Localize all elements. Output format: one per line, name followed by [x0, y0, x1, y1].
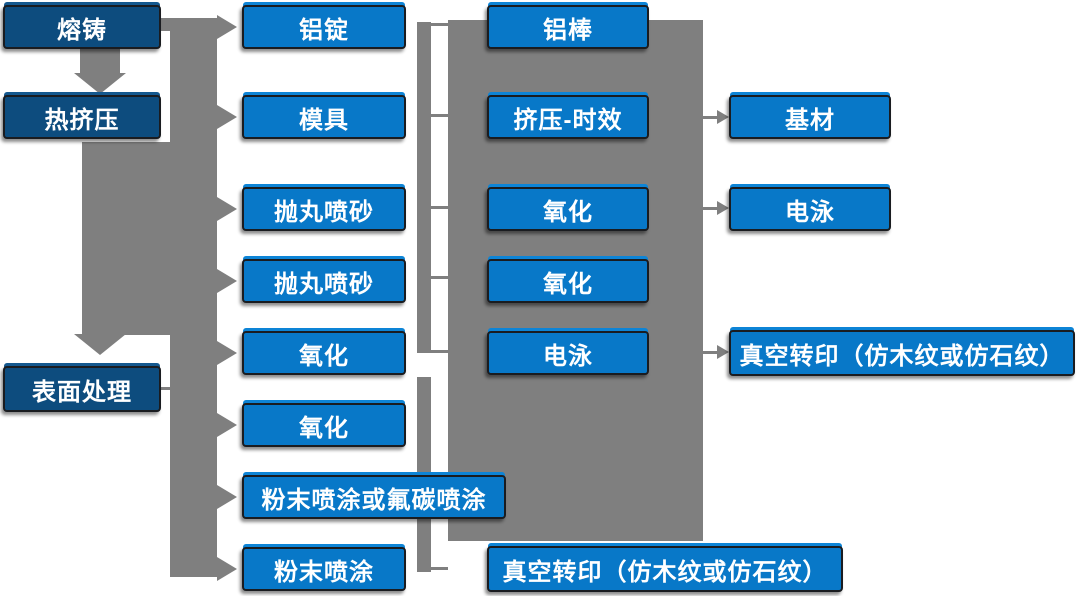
connector-line — [703, 351, 718, 354]
node-vacuum-transfer-b: 真空转印（仿木纹或仿石纹） — [729, 330, 1075, 376]
connector-stub — [431, 276, 448, 279]
connector-melt-to-extrusion — [80, 48, 120, 74]
arrow-down-icon — [74, 73, 126, 94]
arrow-right-icon — [717, 110, 729, 124]
node-electrophoresis-b: 电泳 — [729, 187, 891, 231]
node-base-material: 基材 — [729, 95, 891, 139]
connector-line — [703, 207, 718, 210]
node-al-rod: 铝棒 — [487, 5, 649, 49]
connector-surface-link — [161, 387, 170, 390]
node-electrophoresis-a: 电泳 — [487, 331, 649, 375]
node-hot-extrusion: 热挤压 — [3, 95, 161, 139]
arrow-right-icon — [217, 105, 237, 129]
arrow-right-icon — [217, 485, 237, 509]
arrow-right-icon — [717, 201, 729, 215]
node-powder-coating: 粉末喷涂 — [242, 547, 406, 591]
node-melt-cast: 熔铸 — [3, 5, 161, 49]
arrow-down-icon — [74, 334, 126, 355]
connector-line — [703, 116, 718, 119]
flow-bar-middle-upper — [417, 22, 431, 353]
node-surface-treatment: 表面处理 — [3, 366, 161, 412]
arrow-right-icon — [217, 15, 237, 39]
node-oxidation-b: 氧化 — [242, 403, 406, 447]
node-vacuum-transfer-a: 真空转印（仿木纹或仿石纹） — [487, 546, 843, 592]
arrow-right-icon — [217, 197, 237, 221]
connector-stub — [431, 350, 448, 353]
node-shot-blast-1: 抛丸喷砂 — [242, 187, 406, 231]
connector-stub — [431, 114, 448, 117]
arrow-right-icon — [217, 269, 237, 293]
node-mold: 模具 — [242, 95, 406, 139]
arrow-right-icon — [717, 345, 729, 359]
connector-stub — [431, 23, 448, 26]
connector-extrusion-to-surface — [82, 142, 217, 335]
node-powder-or-fluorocarbon: 粉末喷涂或氟碳喷涂 — [242, 475, 506, 519]
node-shot-blast-2: 抛丸喷砂 — [242, 259, 406, 303]
connector-stub — [431, 567, 448, 570]
connector-stub — [431, 206, 448, 209]
flow-bar-middle-lower — [417, 377, 431, 572]
arrow-right-icon — [217, 413, 237, 437]
node-extrusion-aging: 挤压-时效 — [487, 95, 649, 139]
node-al-ingot: 铝锭 — [242, 5, 406, 49]
arrow-right-icon — [217, 341, 237, 365]
node-oxidation-d: 氧化 — [487, 259, 649, 303]
node-oxidation-c: 氧化 — [487, 187, 649, 231]
arrow-right-icon — [217, 557, 237, 581]
node-oxidation-a: 氧化 — [242, 331, 406, 375]
